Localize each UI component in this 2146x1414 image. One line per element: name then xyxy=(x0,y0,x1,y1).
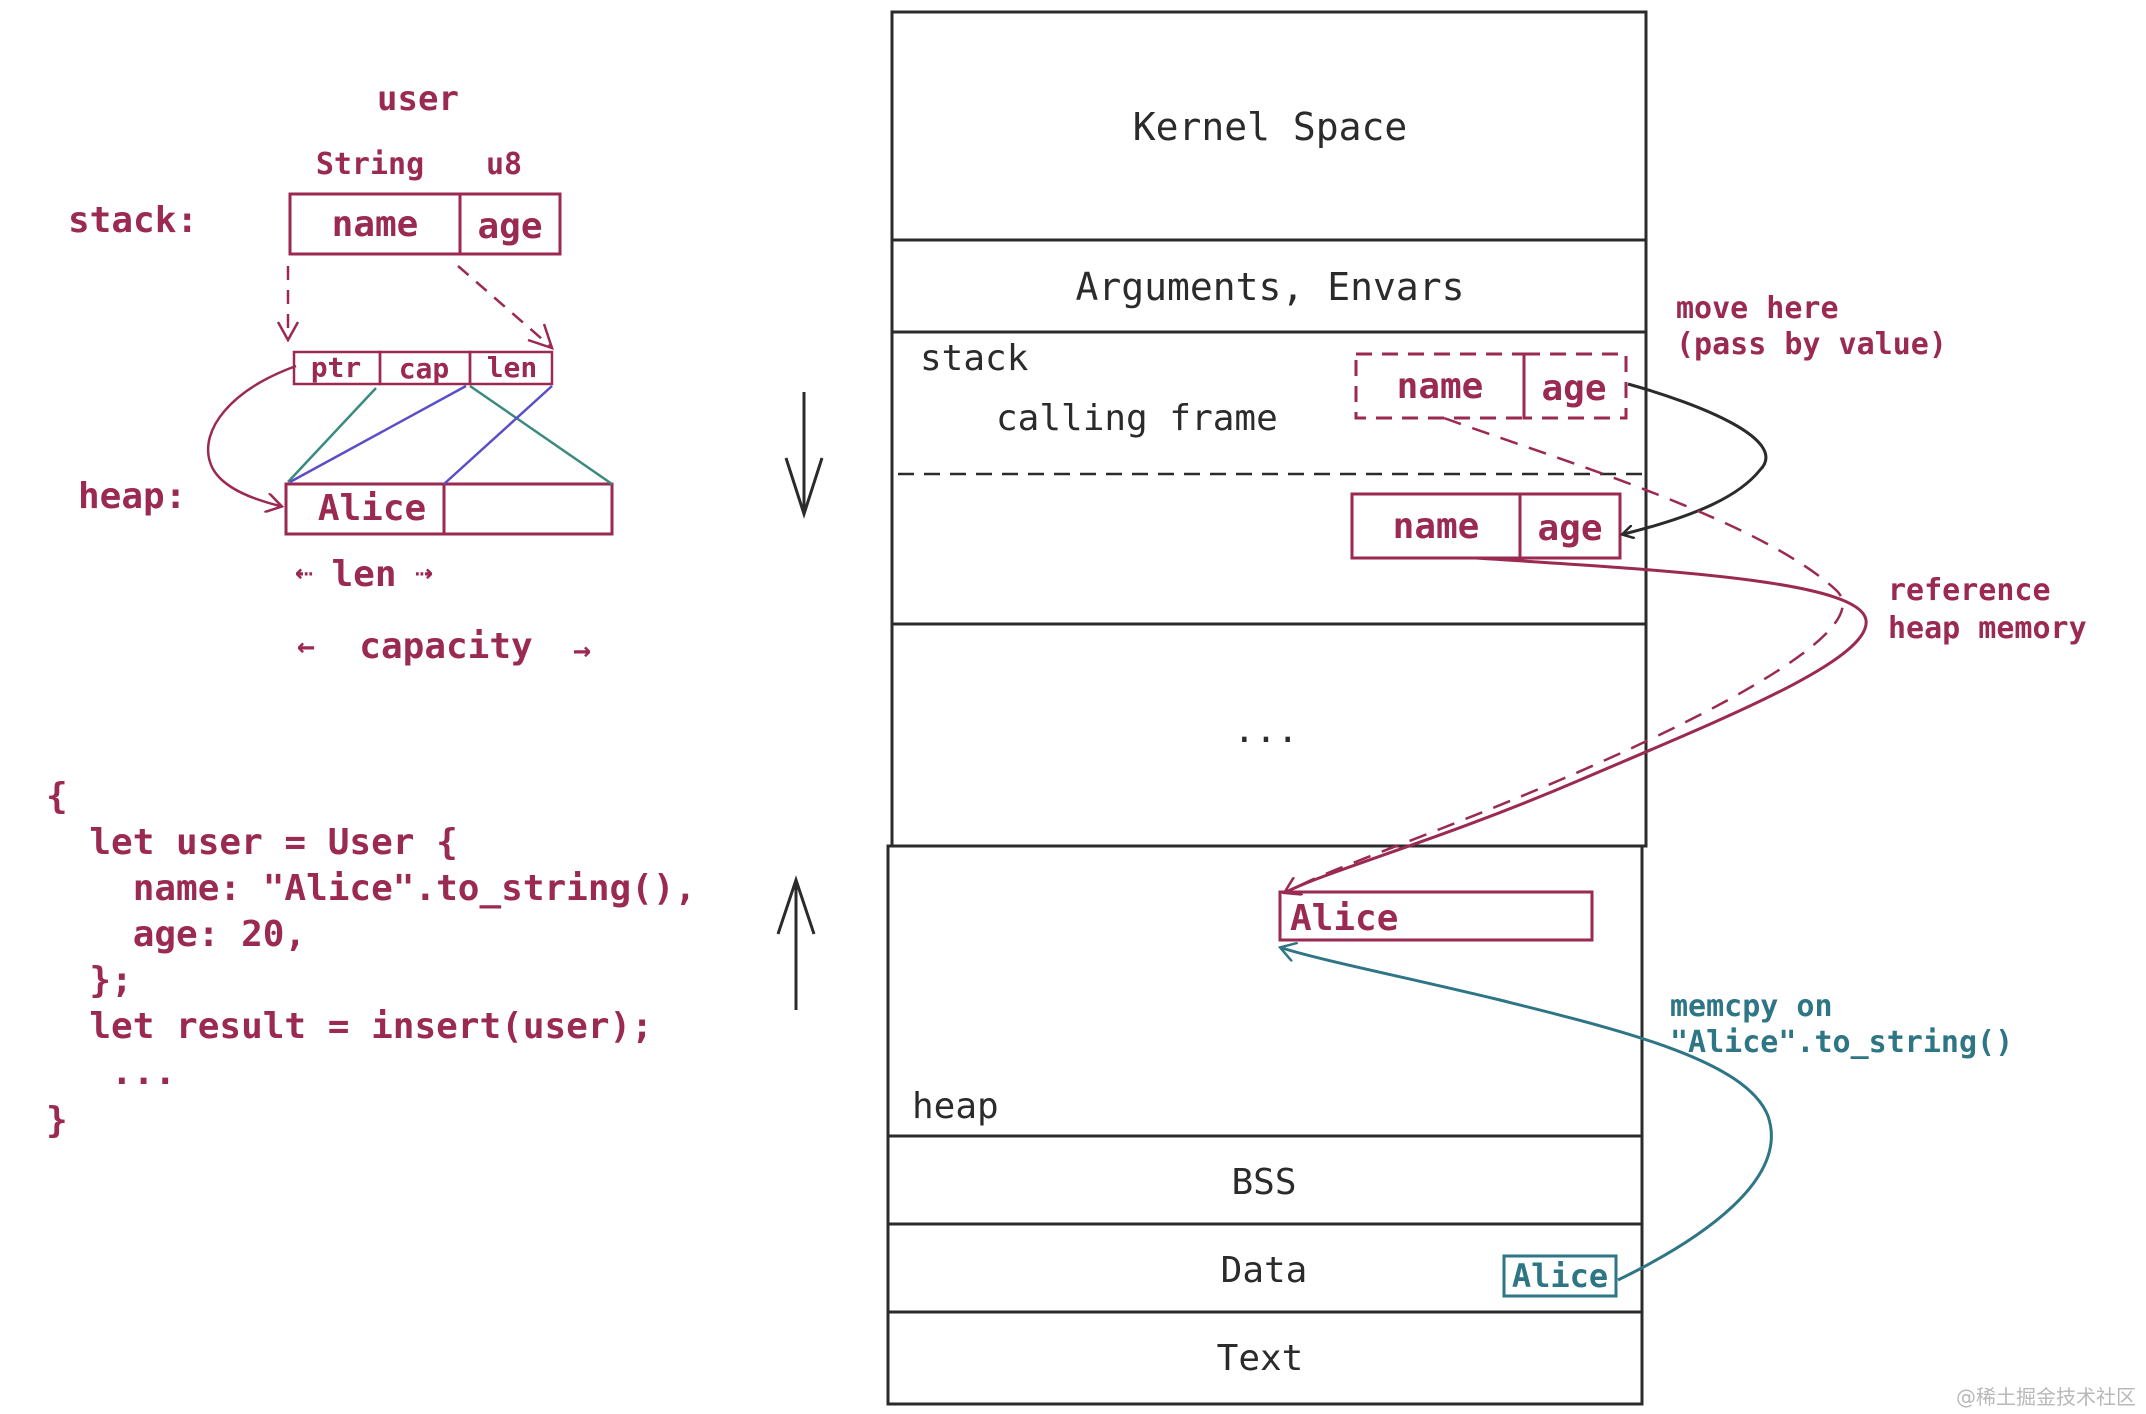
user-label: user xyxy=(377,79,459,119)
ptr-to-heap-line xyxy=(287,387,377,483)
type-u8-label: u8 xyxy=(486,147,522,182)
struct-layout: user String u8 stack: name age ptr cap l… xyxy=(68,79,614,668)
move-arrow xyxy=(1624,382,1768,534)
reference-annotation-line1: reference xyxy=(1888,573,2051,608)
len-cell xyxy=(468,350,554,386)
heap-alice-text: Alice xyxy=(1290,898,1398,939)
data-label: Data xyxy=(1221,1250,1308,1291)
calling-frame-name-text: name xyxy=(1397,366,1484,407)
flow-arrows xyxy=(1282,382,1868,1282)
text-segment xyxy=(886,1310,1644,1406)
len-end-line xyxy=(443,385,553,485)
calling-frame-label: calling frame xyxy=(996,398,1278,439)
old-reference-dashed xyxy=(1287,416,1844,894)
bss-label: BSS xyxy=(1231,1162,1296,1203)
watermark: @稀土掘金技术社区 xyxy=(1956,1385,2136,1409)
calling-frame-age-cell xyxy=(1522,352,1628,420)
annotations: move here (pass by value) reference heap… xyxy=(1670,291,2087,1060)
capacity-measure-text: capacity xyxy=(359,626,532,667)
growth-arrows xyxy=(776,392,824,1010)
memcpy-annotation-line1: memcpy on xyxy=(1670,989,1833,1024)
memcpy-arrow xyxy=(1282,948,1773,1282)
memcpy-annotation-line2: "Alice".to_string() xyxy=(1670,1025,2013,1060)
capacity-arrow-right: → xyxy=(573,633,591,668)
capacity-arrow-left: ← xyxy=(297,629,315,664)
len-text: len xyxy=(487,351,538,384)
memory-column: Kernel Space Arguments, Envars stack cal… xyxy=(886,10,1648,1406)
ptr-arrow xyxy=(206,364,297,506)
heap-segment-label: heap xyxy=(912,1086,999,1127)
code-line: { xyxy=(46,776,68,817)
code-line: age: 20, xyxy=(46,914,306,955)
heap-used-region xyxy=(284,482,446,536)
move-annotation-line2: (pass by value) xyxy=(1676,327,1947,362)
stack-label: stack: xyxy=(68,200,198,241)
text-segment-label: Text xyxy=(1217,1338,1304,1379)
code-line: let user = User { xyxy=(46,822,458,863)
cap-end-line xyxy=(469,384,613,486)
reference-annotation-line2: heap memory xyxy=(1888,611,2087,646)
args-envars-label: Arguments, Envars xyxy=(1076,265,1465,309)
data-alice-text: Alice xyxy=(1512,1257,1608,1295)
code-line: ... xyxy=(46,1052,176,1093)
new-frame-name-text: name xyxy=(1393,506,1480,547)
kernel-space-label: Kernel Space xyxy=(1133,105,1408,149)
len-arrow-left: ⇠ xyxy=(295,555,313,590)
stack-age-text: age xyxy=(477,206,542,247)
heap-segment xyxy=(886,844,1644,1138)
heap-alice-buffer xyxy=(1278,890,1594,942)
expand-age-arrow xyxy=(457,265,551,347)
gap-ellipsis: ... xyxy=(1233,710,1298,751)
len-measure-text: len xyxy=(331,554,396,595)
heap-label: heap: xyxy=(78,476,186,517)
cap-text: cap xyxy=(399,352,450,385)
calling-frame-age-text: age xyxy=(1541,368,1606,409)
data-alice-literal xyxy=(1502,1254,1618,1298)
calling-frame-name-cell xyxy=(1354,352,1526,420)
code-line: let result = insert(user); xyxy=(46,1006,653,1047)
cap-start-line xyxy=(289,384,467,484)
reference-arrow xyxy=(1286,556,1868,892)
heap-value-text: Alice xyxy=(318,488,426,529)
code-line: }; xyxy=(46,960,133,1001)
stack-name-text: name xyxy=(332,204,419,245)
code-line: name: "Alice".to_string(), xyxy=(46,868,696,909)
new-frame-age-text: age xyxy=(1537,508,1602,549)
len-arrow-right: ⇢ xyxy=(415,555,433,590)
ptr-text: ptr xyxy=(311,351,362,384)
stack-segment-label: stack xyxy=(920,338,1029,379)
code-block: { let user = User { name: "Alice".to_str… xyxy=(46,776,696,1141)
move-annotation-line1: move here xyxy=(1676,291,1839,326)
stack-age-cell xyxy=(458,192,562,256)
type-string-label: String xyxy=(316,147,424,182)
code-line: } xyxy=(46,1100,68,1141)
